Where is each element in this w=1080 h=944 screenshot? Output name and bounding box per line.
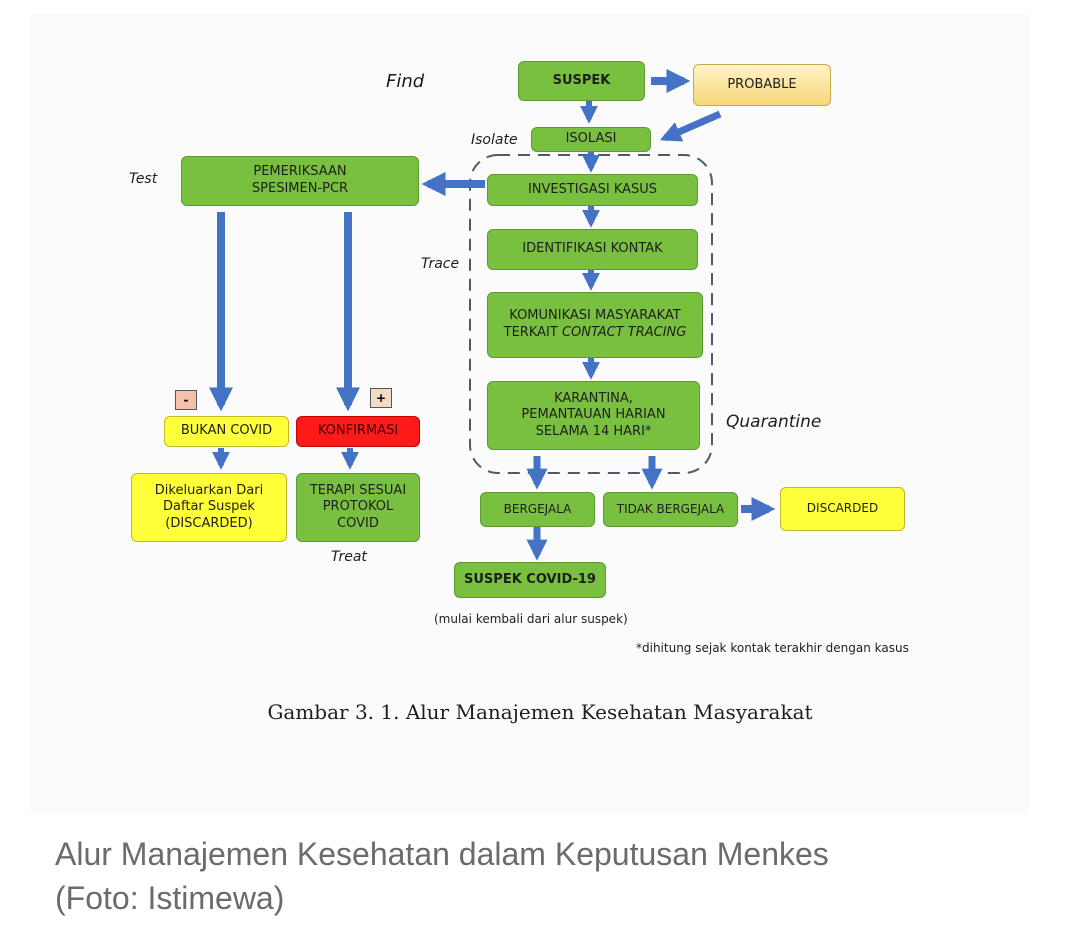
box-tidak-bergejala: TIDAK BERGEJALA xyxy=(603,492,738,527)
label-test: Test xyxy=(129,171,158,187)
image-caption: Alur Manajemen Kesehatan dalam Keputusan… xyxy=(55,832,1035,920)
positive-sign: + xyxy=(370,388,392,408)
label-find: Find xyxy=(386,71,425,92)
caption-line-1: Alur Manajemen Kesehatan dalam Keputusan… xyxy=(55,836,829,872)
label-quarantine: Quarantine xyxy=(726,412,822,432)
note-restart-flow: (mulai kembali dari alur suspek) xyxy=(434,612,628,626)
box-investigasi-kasus: INVESTIGASI KASUS xyxy=(487,174,698,206)
box-isolasi: ISOLASI xyxy=(531,127,651,152)
box-suspek-covid-19: SUSPEK COVID-19 xyxy=(454,562,606,598)
box-suspek: SUSPEK xyxy=(518,61,645,101)
box-bergejala: BERGEJALA xyxy=(480,492,595,527)
arrow-probable-isolasi xyxy=(659,110,722,142)
box-bukan-covid: BUKAN COVID xyxy=(164,416,289,447)
box-probable: PROBABLE xyxy=(693,64,831,106)
negative-sign: - xyxy=(175,390,197,410)
figure-title: Gambar 3. 1. Alur Manajemen Kesehatan Ma… xyxy=(267,700,813,724)
label-isolate: Isolate xyxy=(471,132,518,148)
footnote-quarantine: *dihitung sejak kontak terakhir dengan k… xyxy=(636,641,909,655)
contact-tracing-group-border xyxy=(469,154,713,474)
caption-line-2: (Foto: Istimewa) xyxy=(55,880,285,916)
label-treat: Treat xyxy=(331,549,367,565)
box-discarded: DISCARDED xyxy=(780,487,905,531)
box-identifikasi-kontak: IDENTIFIKASI KONTAK xyxy=(487,229,698,270)
box-konfirmasi: KONFIRMASI xyxy=(296,416,420,447)
label-trace: Trace xyxy=(421,256,460,272)
